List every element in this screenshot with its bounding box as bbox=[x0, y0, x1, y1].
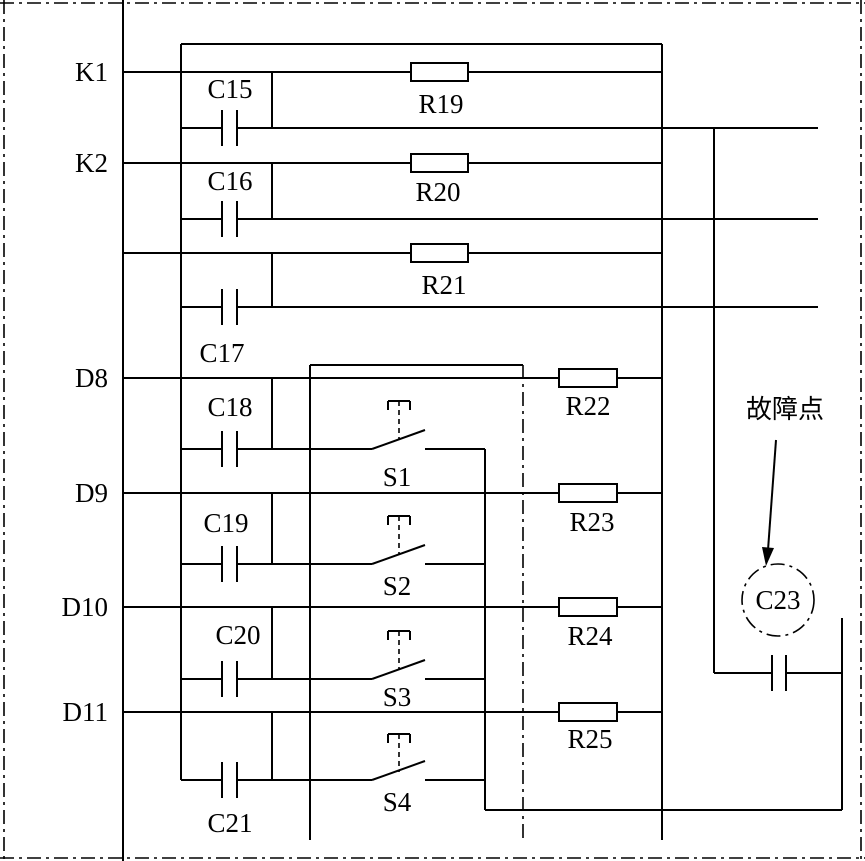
resistor-r22 bbox=[558, 368, 618, 388]
capacitor-label-c20: C20 bbox=[215, 620, 260, 650]
rails bbox=[122, 0, 663, 861]
input-label-k1: K1 bbox=[75, 57, 108, 87]
fault-branch bbox=[713, 128, 843, 810]
capacitor-label-c18: C18 bbox=[207, 392, 252, 422]
resistor-label-r24: R24 bbox=[567, 621, 613, 651]
capacitor-label-c15: C15 bbox=[207, 74, 252, 104]
capacitor-label-c19: C19 bbox=[203, 508, 248, 538]
resistor-label-r21: R21 bbox=[421, 270, 466, 300]
resistor-r21 bbox=[410, 243, 469, 263]
row-k2 bbox=[123, 153, 818, 237]
resistor-label-r23: R23 bbox=[569, 507, 614, 537]
resistor-label-r22: R22 bbox=[565, 391, 610, 421]
fault-point-label: 故障点 bbox=[746, 395, 824, 425]
resistor-label-r20: R20 bbox=[415, 177, 460, 207]
row-d9 bbox=[123, 483, 662, 582]
switch-box bbox=[309, 364, 842, 840]
fault-arrow-icon bbox=[762, 547, 774, 566]
row-k1 bbox=[123, 62, 818, 146]
input-label-d11: D11 bbox=[63, 697, 109, 727]
input-label-d9: D9 bbox=[75, 478, 108, 508]
switch-label-s2: S2 bbox=[383, 571, 412, 601]
resistor-r25 bbox=[558, 702, 618, 722]
input-label-k2: K2 bbox=[75, 148, 108, 178]
switch-label-s1: S1 bbox=[383, 462, 412, 492]
capacitor-label-c21: C21 bbox=[207, 808, 252, 838]
resistor-label-r25: R25 bbox=[567, 724, 612, 754]
resistor-r20 bbox=[410, 153, 469, 173]
input-label-d8: D8 bbox=[75, 363, 108, 393]
resistor-r23 bbox=[558, 483, 618, 503]
resistor-label-r19: R19 bbox=[418, 89, 463, 119]
fault-capacitor-label: C23 bbox=[755, 585, 800, 615]
input-label-d10: D10 bbox=[62, 592, 109, 622]
switch-label-s3: S3 bbox=[383, 682, 412, 712]
capacitor-label-c16: C16 bbox=[207, 166, 252, 196]
switch-label-s4: S4 bbox=[383, 787, 412, 817]
row-d8 bbox=[123, 368, 662, 467]
capacitor-label-c17: C17 bbox=[199, 338, 244, 368]
row-three bbox=[123, 243, 818, 325]
resistor-r24 bbox=[558, 597, 618, 617]
row-d10 bbox=[123, 597, 662, 697]
fault-circle bbox=[741, 563, 815, 637]
resistor-r19 bbox=[410, 62, 469, 82]
row-d11 bbox=[123, 702, 662, 798]
